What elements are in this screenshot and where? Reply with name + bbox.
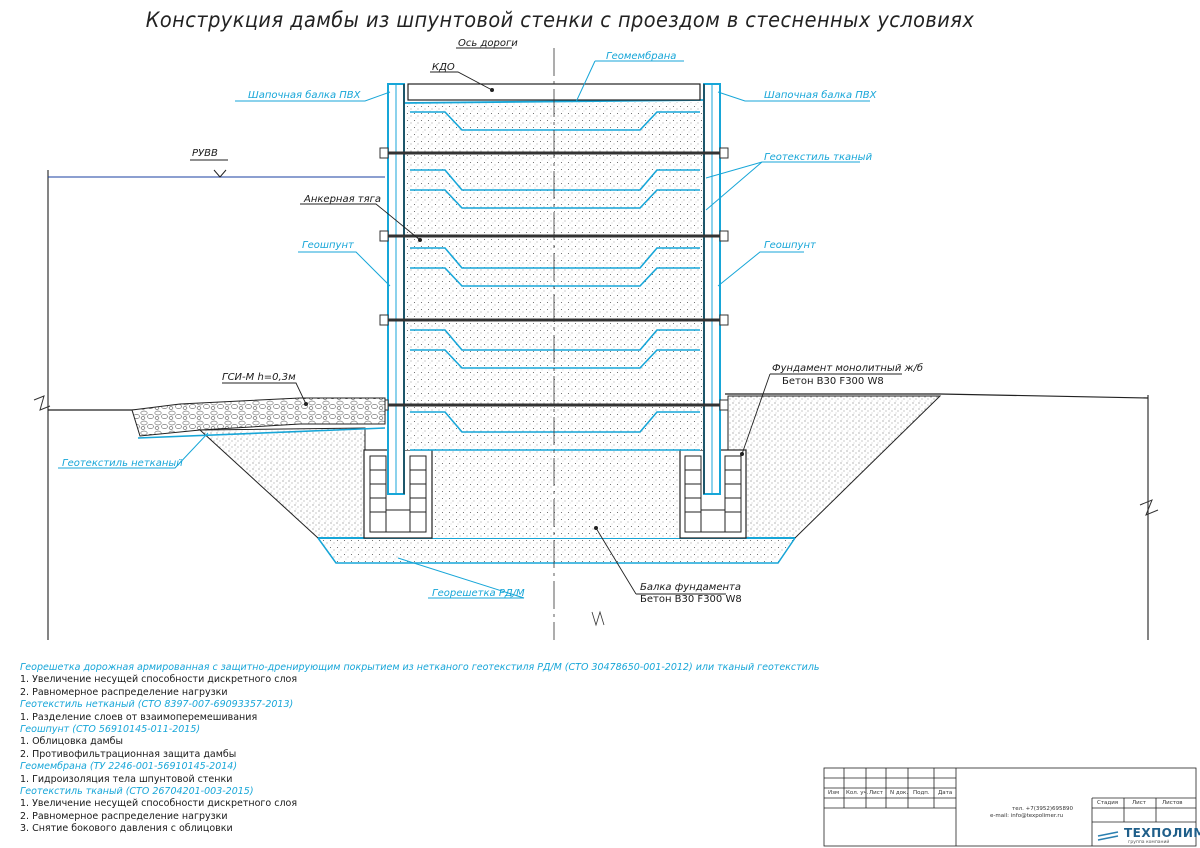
backfill-right: [727, 395, 942, 539]
note-item: 1. Облицовка дамбы: [20, 736, 124, 748]
sheet-pile-right: [703, 83, 721, 495]
geogrid-label: Георешетка РД/М: [432, 588, 525, 599]
geotextile-nonwoven-label: Геотекстиль нетканый: [62, 458, 183, 469]
note-item: 1. Увеличение несущей способности дискре…: [20, 674, 298, 686]
stamp-stage: Стадия: [1097, 800, 1119, 806]
note-heading: Геотекстиль нетканый (СТО 8397-007-69093…: [20, 699, 294, 711]
ruvv-label: РУВВ: [192, 148, 218, 159]
stamp-col-kol: Кол. уч.: [846, 790, 869, 796]
foundation-beam-title-label: Балка фундамента: [640, 582, 741, 593]
foundation-title-label: Фундамент монолитный ж/б: [772, 363, 924, 374]
note-item: 1. Увеличение несущей способности дискре…: [20, 798, 298, 810]
sheet-pile-left: [387, 83, 405, 495]
foundation-fill: [410, 450, 682, 538]
gsi-label: ГСИ-М h=0,3м: [222, 372, 296, 383]
notes-block: Георешетка дорожная армированная с защит…: [20, 662, 820, 836]
geogrid-underlay: [317, 537, 796, 564]
stamp-col-list: Лист: [869, 790, 883, 796]
stamp-col-ndok: N док.: [890, 790, 909, 796]
foundation-beam: [317, 537, 796, 564]
note-heading: Геошпунт (СТО 56910145-011-2015): [20, 724, 201, 736]
note-item: 1. Гидроизоляция тела шпунтовой стенки: [20, 773, 233, 785]
note-item: 2. Равномерное распределение нагрузки: [20, 810, 228, 822]
anchor-rods: [382, 151, 728, 407]
stamp-col-podp: Подп.: [913, 790, 930, 796]
stamp-phone: тел. +7(3952)695890: [1012, 806, 1073, 812]
geotextile-layers: [410, 111, 700, 451]
stamp-sheets: Листов: [1162, 800, 1183, 806]
stamp-sheet: Лист: [1132, 800, 1146, 806]
ruvv-marker: [190, 159, 228, 178]
foundation-beam-concrete-label: Бетон В30 F300 W8: [640, 594, 742, 605]
kdo-label: КДО: [432, 62, 455, 73]
geomembrane-label: Геомембрана: [606, 51, 677, 62]
anchor-rod-label: Анкерная тяга: [304, 194, 382, 205]
note-heading: Георешетка дорожная армированная с защит…: [20, 662, 820, 673]
note-item: 1. Разделение слоев от взаимоперемешиван…: [20, 711, 258, 723]
geotextile-nonwoven-line: [137, 427, 386, 439]
geosheet-right-label: Геошпунт: [764, 240, 816, 251]
cap-beam-right-label: Шапочная балка ПВХ: [764, 90, 877, 101]
cap-beam-left-label: Шапочная балка ПВХ: [248, 90, 361, 101]
company-logo-subtitle: группа компаний: [1128, 840, 1170, 845]
note-heading: Геомембрана (ТУ 2246-001-56910145-2014): [20, 761, 238, 773]
note-item: 3. Снятие бокового давления с облицовки: [20, 823, 233, 835]
geosheet-left-label: Геошпунт: [302, 240, 354, 251]
stamp-col-date: Дата: [938, 790, 953, 796]
ground-surface-right: [725, 393, 1149, 399]
stamp-col-izm: Изм: [828, 790, 840, 796]
page-title: Конструкция дамбы из шпунтовой стенки с …: [145, 8, 975, 32]
backfill-left: [198, 427, 366, 539]
note-item: 2. Равномерное распределение нагрузки: [20, 686, 228, 698]
geotextile-woven-label: Геотекстиль тканый: [764, 152, 873, 163]
note-item: 2. Противофильтрационная защита дамбы: [20, 748, 237, 760]
logo-swoosh: [1097, 831, 1119, 841]
note-heading: Геотекстиль тканый (СТО 26704201-003-201…: [20, 786, 254, 798]
stamp-email: e-mail: info@texpolimer.ru: [990, 813, 1064, 819]
company-logo: ТЕХПОЛИМЕР: [1124, 826, 1200, 840]
road-axis-label: Ось дороги: [458, 38, 518, 49]
foundation-concrete-label: Бетон В30 F300 W8: [782, 376, 884, 387]
title-block-grid: [823, 767, 1197, 847]
gsi-stone-layer: [131, 397, 386, 437]
